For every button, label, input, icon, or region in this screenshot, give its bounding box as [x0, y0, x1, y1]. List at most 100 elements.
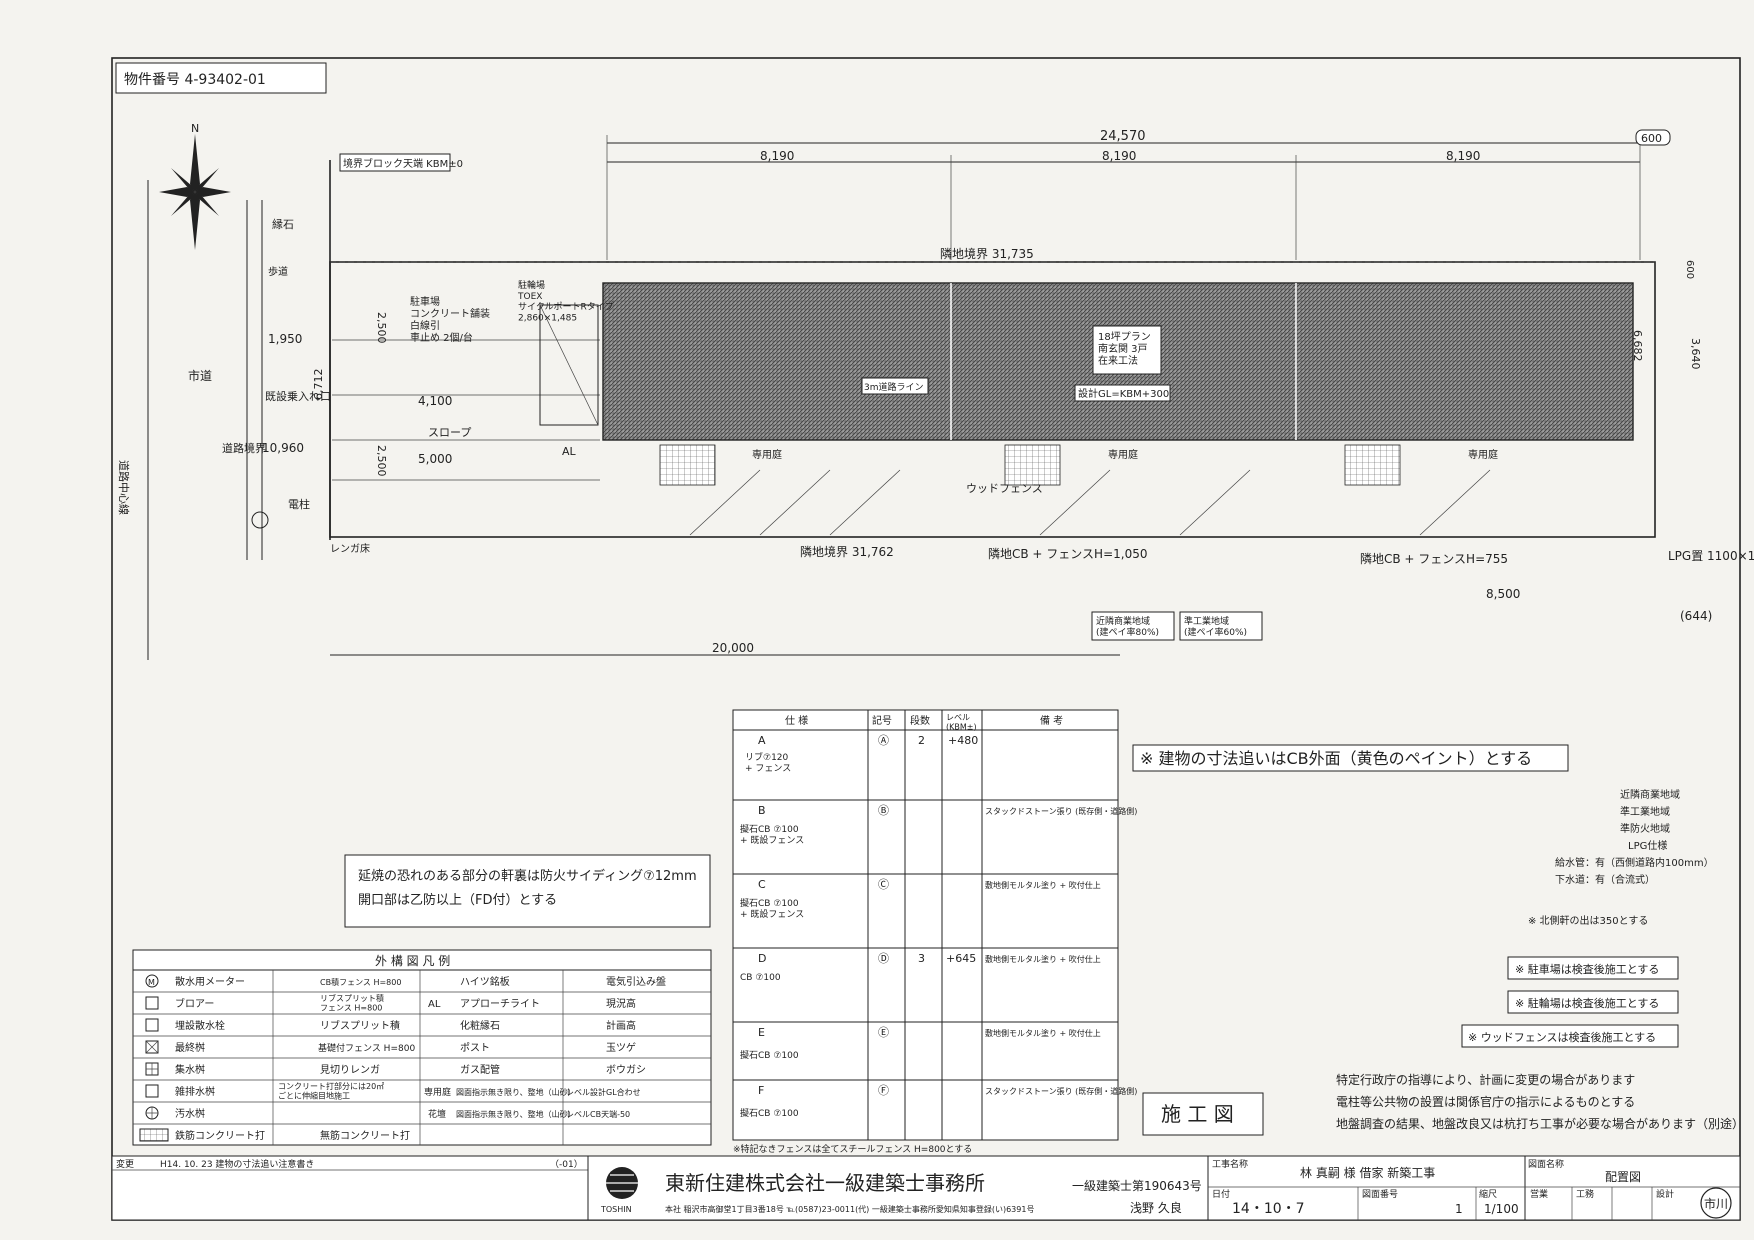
- legend-r2c3a: AL: [428, 999, 441, 1010]
- legend-blower-icon: [145, 996, 159, 1010]
- svg-text:スタックドストーン張り (既存側・道路側): スタックドストーン張り (既存側・道路側): [985, 806, 1137, 816]
- garden-3: 専用庭: [1468, 448, 1498, 461]
- works-label: 工務: [1576, 1188, 1594, 1200]
- dim-v-6712: 6,712: [312, 369, 325, 401]
- dim-v-6682: 6,682: [1631, 330, 1644, 362]
- svg-text:Ⓔ: Ⓔ: [878, 1026, 889, 1039]
- road-boundary-label: 道路境界: [222, 441, 266, 455]
- project-label: 工事名称: [1212, 1158, 1248, 1170]
- svg-text:M: M: [148, 978, 155, 987]
- boundary-south: 隣地境界 31,762: [800, 544, 894, 559]
- legend-r2c4: 現況高: [606, 997, 636, 1010]
- legend-r1c3: ハイツ銘板: [460, 975, 510, 988]
- svg-text:敷地側モルタル塗り + 吹付仕上: 敷地側モルタル塗り + 吹付仕上: [985, 1028, 1101, 1038]
- dim-left-1950: 1,950: [268, 332, 302, 346]
- water-note: 給水管：有（西側道路内100mm）: [1555, 856, 1714, 869]
- dim-right-bracket: (644): [1680, 609, 1712, 623]
- zone-2: 準工業地域: [1620, 805, 1670, 818]
- svg-text:2: 2: [918, 734, 925, 747]
- spec-h-1: 記号: [872, 714, 892, 727]
- sales-label: 営業: [1530, 1188, 1548, 1200]
- spec-h-2: 段数: [910, 714, 930, 727]
- kbm-box: [339, 153, 451, 172]
- svg-text:A: A: [758, 734, 766, 747]
- dim-total: 24,570: [1100, 129, 1146, 144]
- legend-water-basin-icon: [145, 1062, 159, 1076]
- legend-r1c4: 電気引込み盤: [606, 975, 666, 988]
- zone-4: LPG仕様: [1628, 839, 1667, 852]
- legend-r6c1: 雑排水桝: [175, 1085, 215, 1098]
- date-label: 日付: [1212, 1189, 1230, 1200]
- dim-v-600: 600: [1684, 260, 1695, 279]
- legend-r5c2: 見切りレンガ: [320, 1064, 380, 1076]
- kbm-label: 境界ブロック天端 KBM±0: [343, 157, 463, 170]
- dim-right-lower: 8,500: [1486, 587, 1520, 601]
- company-address: 本社 稲沢市高御堂1丁目3番18号 ℡(0587)23-0011(代) 一級建築…: [665, 1204, 1034, 1214]
- fire-note-1: 延焼の恐れのある部分の軒裏は防火サイディング⑦12mm: [358, 868, 697, 884]
- svg-text:Ⓒ: Ⓒ: [878, 878, 889, 891]
- construction-stamp-box: [1142, 1092, 1264, 1136]
- change-rev: （-01）: [550, 1159, 583, 1170]
- block-fence-b: 隣地CB + フェンスH=755: [1360, 551, 1508, 566]
- utility-pole-label: 電柱: [288, 497, 310, 511]
- svg-text:Ⓓ: Ⓓ: [878, 952, 889, 965]
- legend-drain-basin-icon: [145, 1084, 159, 1098]
- dimension-note: ※ 建物の寸法追いはCB外面（黄色のペイント）とする: [1140, 749, 1532, 768]
- spec-footnote: ※特記なきフェンスは全てスチールフェンス H=800とする: [733, 1143, 972, 1155]
- construction-stamp: 施 工 図: [1161, 1102, 1234, 1126]
- legend-meter-icon: M: [145, 974, 159, 988]
- fire-note-box: [344, 854, 711, 928]
- approval-stamp-icon: [1700, 1187, 1732, 1219]
- spec-h-0: 仕 様: [785, 714, 808, 727]
- spec-row-c: C 擬石CB ⑦100+ 既設フェンス Ⓒ 敷地側モルタル塗り + 吹付仕上: [740, 878, 1101, 920]
- svg-text:擬石CB ⑦100: 擬石CB ⑦100: [740, 1108, 799, 1119]
- legend-r3c3: 化粧縁石: [460, 1019, 500, 1032]
- lpg-label: LPG置 1100×1000: [1668, 549, 1754, 563]
- gov-note-3: 地盤調査の結果、地盤改良又は杭打ち工事が必要な場合があります（別途）: [1336, 1116, 1744, 1131]
- project-name: 林 真嗣 様 借家 新築工事: [1300, 1165, 1435, 1180]
- svg-text:Ⓕ: Ⓕ: [878, 1084, 889, 1097]
- legend-final-basin-icon: [145, 1040, 159, 1054]
- zone-3: 準防火地域: [1620, 822, 1670, 835]
- architect-name: 浅野 久良: [1130, 1200, 1182, 1215]
- legend-r5c4: ボウガシ: [606, 1064, 646, 1076]
- legend-r8c2: 無筋コンクリート打: [320, 1129, 410, 1142]
- legend-r6c4: レベル設計GL合わせ: [566, 1087, 641, 1097]
- dim-left-5000: 5,000: [418, 452, 452, 466]
- drawing-name: 配置図: [1605, 1170, 1641, 1184]
- dim-v-2500a: 2,500: [375, 312, 388, 344]
- legend-r6c2: コンクリート打部分には20㎡ごとに伸縮目地施工: [278, 1081, 384, 1101]
- change-entry: H14. 10. 23 建物の寸法追い注意書き: [160, 1158, 314, 1170]
- scale-label: 縮尺: [1479, 1188, 1497, 1200]
- legend-r7c1: 汚水桝: [175, 1107, 205, 1120]
- title-block: [111, 1155, 1741, 1221]
- legend-r3c1: 埋設散水栓: [175, 1019, 225, 1032]
- svg-text:F: F: [758, 1084, 764, 1097]
- building-label: 18坪プラン南玄関 3戸在来工法: [1098, 330, 1151, 367]
- legend-r6c3a: 専用庭: [424, 1086, 451, 1098]
- dim-span-1: 8,190: [760, 149, 794, 163]
- building-label-box: [1092, 325, 1162, 375]
- legend-r1c1: 散水用メーター: [175, 975, 245, 988]
- spec-row-d: D CB ⑦100 Ⓓ 3 +645 敷地側モルタル塗り + 吹付仕上: [740, 952, 1101, 983]
- dim-left-10960: 10,960: [262, 441, 304, 455]
- block-fence-a: 隣地CB + フェンスH=1,050: [988, 546, 1148, 561]
- svg-text:敷地側モルタル塗り + 吹付仕上: 敷地側モルタル塗り + 吹付仕上: [985, 880, 1101, 890]
- legend-r2c1: ブロアー: [175, 997, 214, 1010]
- change-label: 変更: [116, 1158, 134, 1170]
- parking-label: 駐車場コンクリート舗装白線引車止め 2個/台: [410, 295, 490, 344]
- dim-v-3640: 3,640: [1689, 338, 1702, 370]
- svg-text:D: D: [758, 952, 766, 965]
- spec-table: [732, 709, 1119, 1141]
- dimension-note-box: [1132, 744, 1569, 772]
- svg-text:+645: +645: [946, 952, 976, 965]
- company-logo-icon: [606, 1167, 638, 1199]
- north-note: ※ 北側軒の出は350とする: [1528, 914, 1648, 927]
- legend-r6c3: 図面指示無き限り、整地（山砂）: [456, 1087, 576, 1097]
- sewer-note: 下水道：有（合流式）: [1555, 873, 1655, 886]
- approval-stamp: 市川: [1704, 1196, 1728, 1211]
- legend-r1c2: CB積フェンス H=800: [320, 977, 401, 987]
- utility-pole-icon: [251, 511, 269, 529]
